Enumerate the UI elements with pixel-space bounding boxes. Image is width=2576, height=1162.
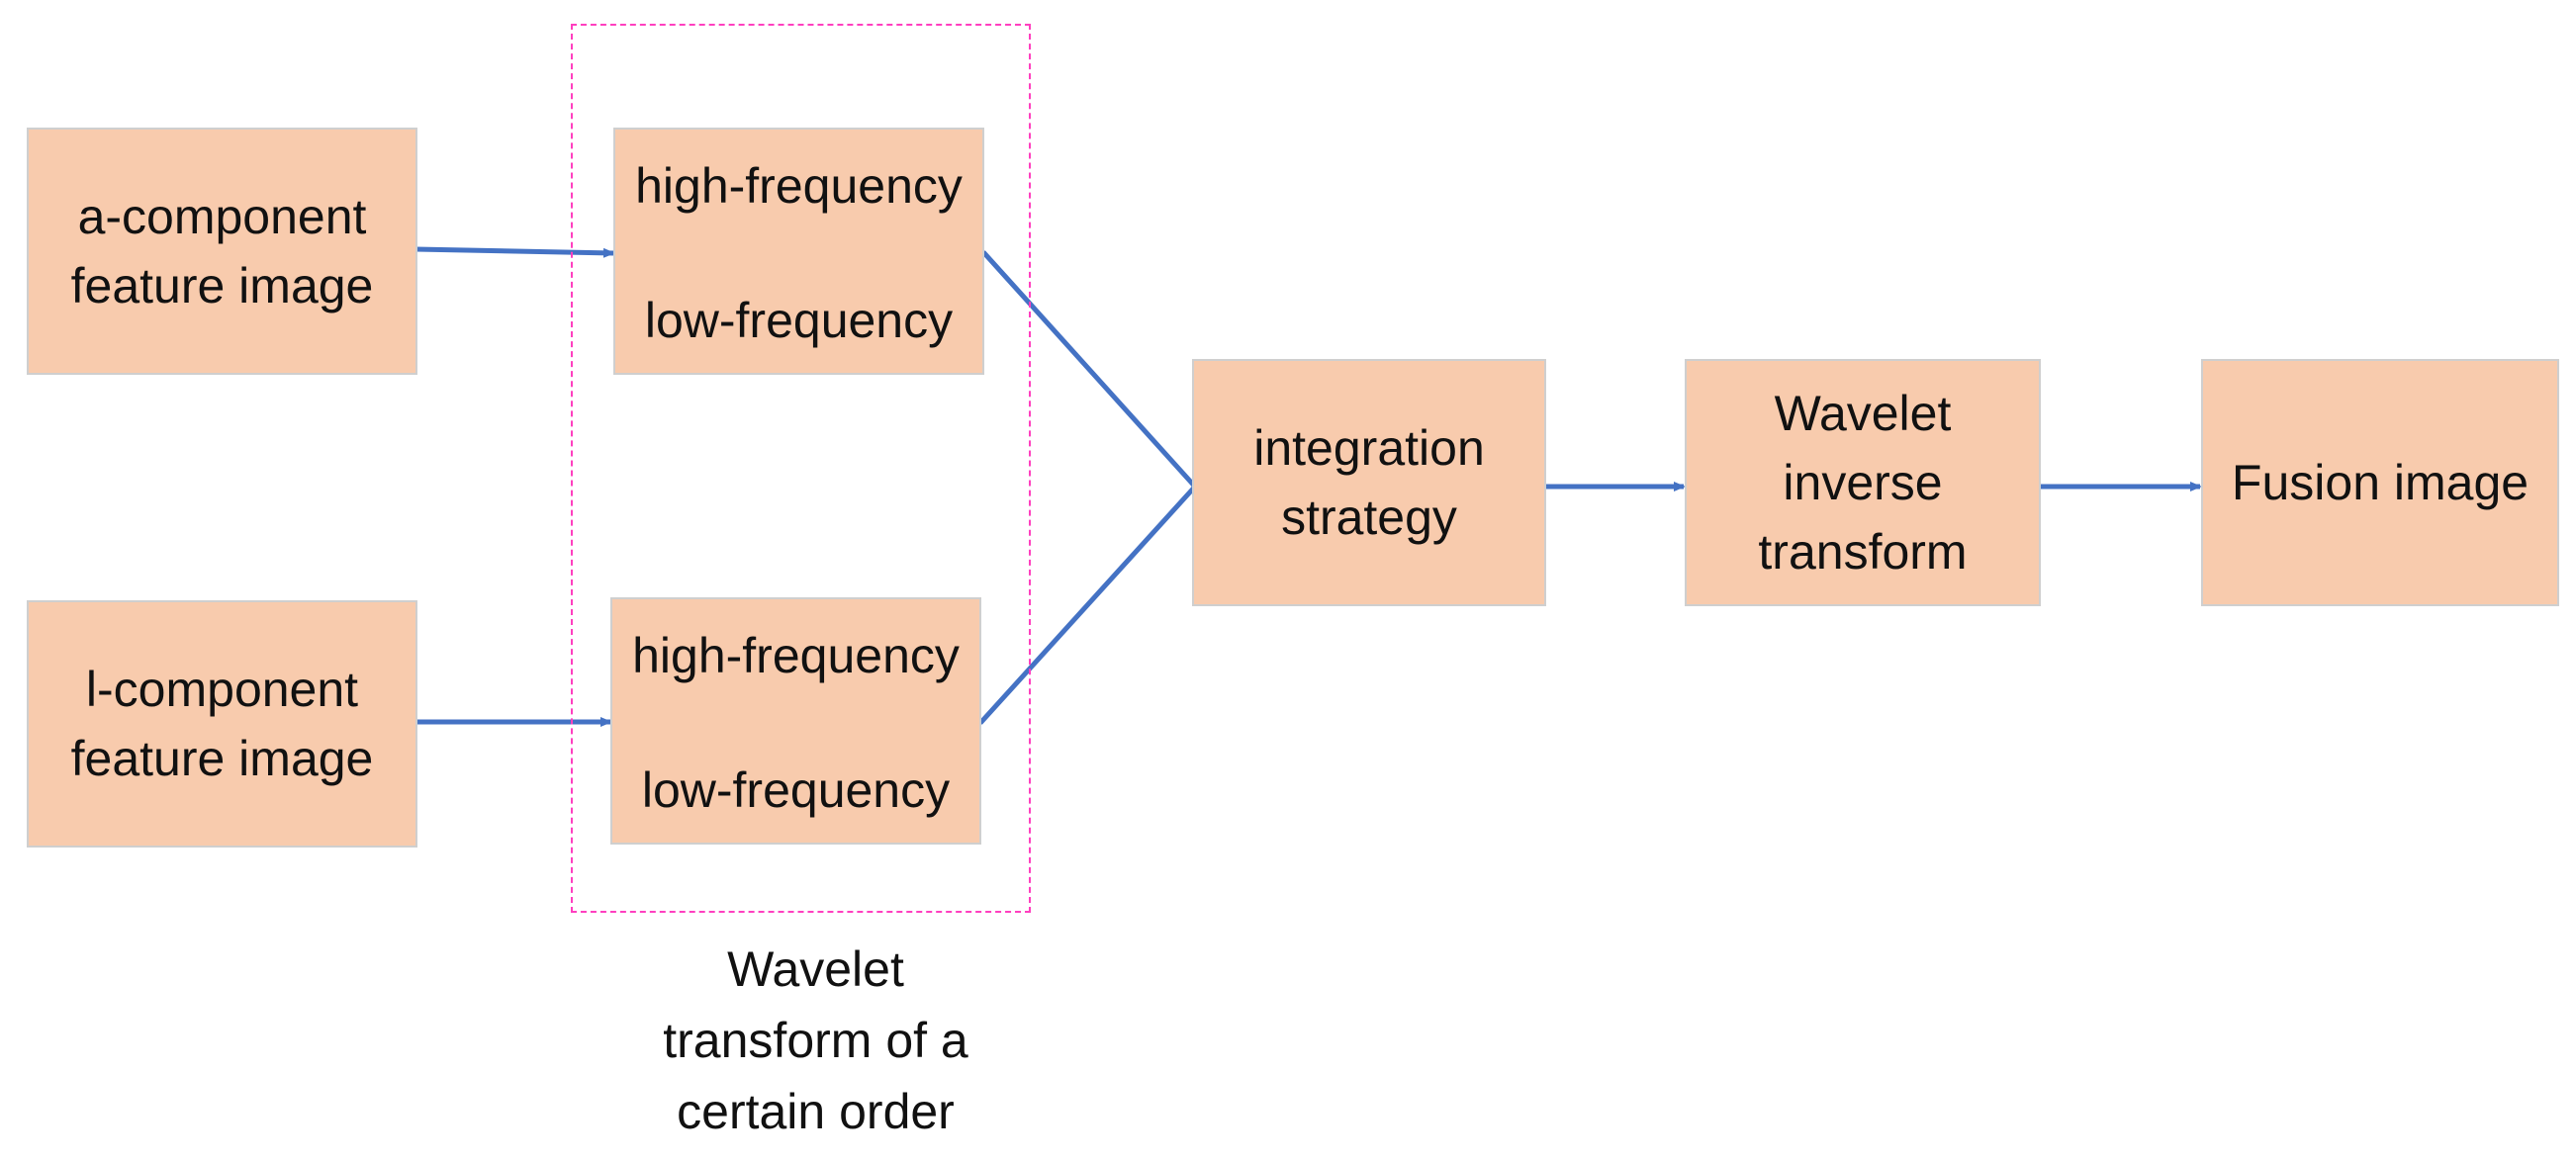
caption-line2: transform of a <box>663 1013 968 1068</box>
inverse-label-line3: transform <box>1758 524 1968 580</box>
l-component-label-line2: feature image <box>70 731 374 786</box>
fusion-image-label: Fusion image <box>2231 455 2530 510</box>
a-component-label-line1: a-component <box>77 189 367 244</box>
inverse-label-line2: inverse <box>1783 455 1943 510</box>
l-component-label-line1: l-component <box>85 662 359 717</box>
caption-line3: certain order <box>677 1084 955 1139</box>
top-high-frequency-label: high-frequency <box>635 158 963 214</box>
arrow-a-component-to-bands <box>414 246 615 258</box>
a-component-box: a-component feature image <box>27 128 417 375</box>
bottom-high-frequency-label: high-frequency <box>632 628 960 683</box>
integration-label-line1: integration <box>1253 420 1485 476</box>
a-component-label-line2: feature image <box>70 258 374 313</box>
l-component-box: l-component feature image <box>27 600 417 848</box>
integration-label-line2: strategy <box>1281 490 1457 545</box>
top-frequency-bands-box: high-frequency low-frequency <box>613 128 984 375</box>
inverse-label-line1: Wavelet <box>1774 386 1952 441</box>
integration-strategy-box: integration strategy <box>1192 359 1546 606</box>
wavelet-inverse-transform-box: Wavelet inverse transform <box>1685 359 2041 606</box>
top-low-frequency-label: low-frequency <box>644 293 954 348</box>
caption-line1: Wavelet <box>727 941 904 997</box>
wavelet-transform-caption: Wavelet transform of a certain order <box>571 934 1060 1147</box>
fusion-image-box: Fusion image <box>2201 359 2559 606</box>
bottom-frequency-bands-box: high-frequency low-frequency <box>610 597 981 845</box>
bottom-low-frequency-label: low-frequency <box>641 762 951 818</box>
wavelet-transform-frame <box>571 24 1031 913</box>
